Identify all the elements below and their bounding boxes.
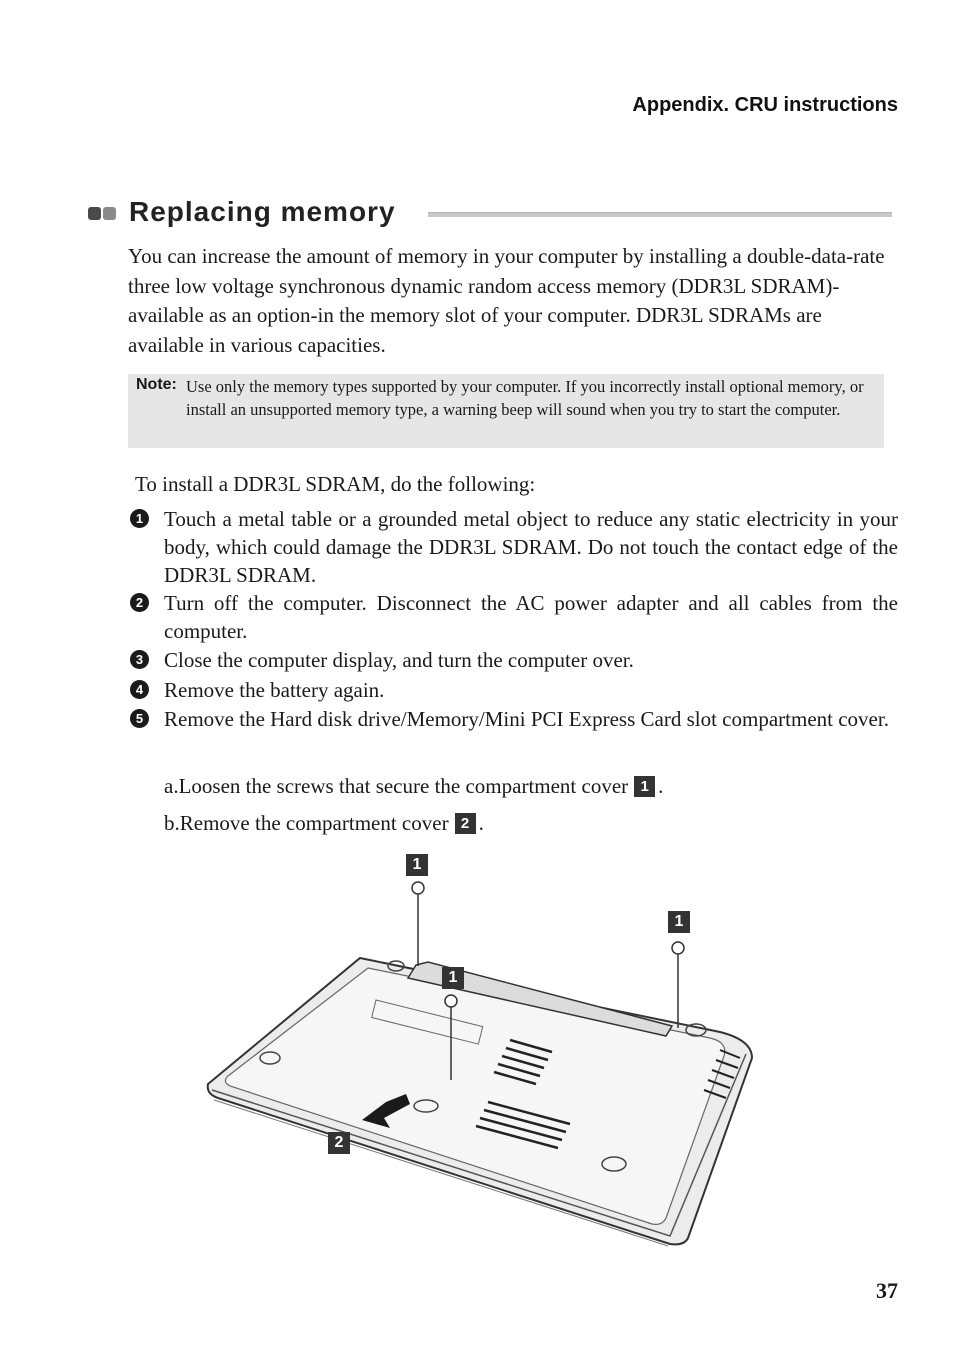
intro-paragraph: You can increase the amount of memory in… (128, 244, 885, 357)
step-text: Touch a metal table or a grounded metal … (164, 507, 898, 587)
step-text: Turn off the computer. Disconnect the AC… (164, 591, 898, 643)
callout-badge: 1 (634, 776, 656, 798)
callout-1-top: 1 (406, 854, 428, 876)
page-number: 37 (876, 1278, 898, 1303)
step-number-icon: 5 (130, 709, 149, 728)
section-title-row: Replacing memory (88, 196, 892, 232)
step-number-icon: 1 (130, 509, 149, 528)
note-text: Use only the memory types supported by y… (186, 377, 864, 419)
substep-text: Loosen the screws that secure the compar… (178, 774, 629, 798)
laptop-underside-illustration: 1 1 1 2 (200, 850, 760, 1250)
substep-suffix: . (478, 811, 484, 835)
note-label: Note: (136, 376, 177, 393)
laptop-bottom-diagram (206, 881, 754, 1247)
running-header: Appendix. CRU instructions (632, 94, 898, 116)
section-title: Replacing memory (129, 196, 396, 227)
substep-prefix: a. (164, 774, 179, 798)
step-number-icon: 4 (130, 680, 149, 699)
substep-prefix: b. (164, 811, 180, 835)
step-number-icon: 2 (130, 593, 149, 612)
title-rule (428, 212, 892, 217)
steps-intro: To install a DDR3L SDRAM, do the followi… (135, 472, 536, 496)
callout-badge: 2 (454, 813, 476, 835)
substep-suffix: . (658, 774, 664, 798)
substep-a: a.Loosen the screws that secure the comp… (164, 772, 663, 800)
step-text: Remove the Hard disk drive/Memory/Mini P… (164, 707, 889, 731)
callout-2: 2 (328, 1132, 350, 1154)
title-bullet-icon (88, 207, 118, 225)
step-number-icon: 3 (130, 650, 149, 669)
step-text: Remove the battery again. (164, 678, 385, 702)
substep-text: Remove the compartment cover (179, 811, 449, 835)
callout-1-right: 1 (668, 911, 690, 933)
step-text: Close the computer display, and turn the… (164, 648, 634, 672)
callout-1-middle: 1 (442, 967, 464, 989)
note-box: Note: Use only the memory types supporte… (128, 374, 884, 448)
